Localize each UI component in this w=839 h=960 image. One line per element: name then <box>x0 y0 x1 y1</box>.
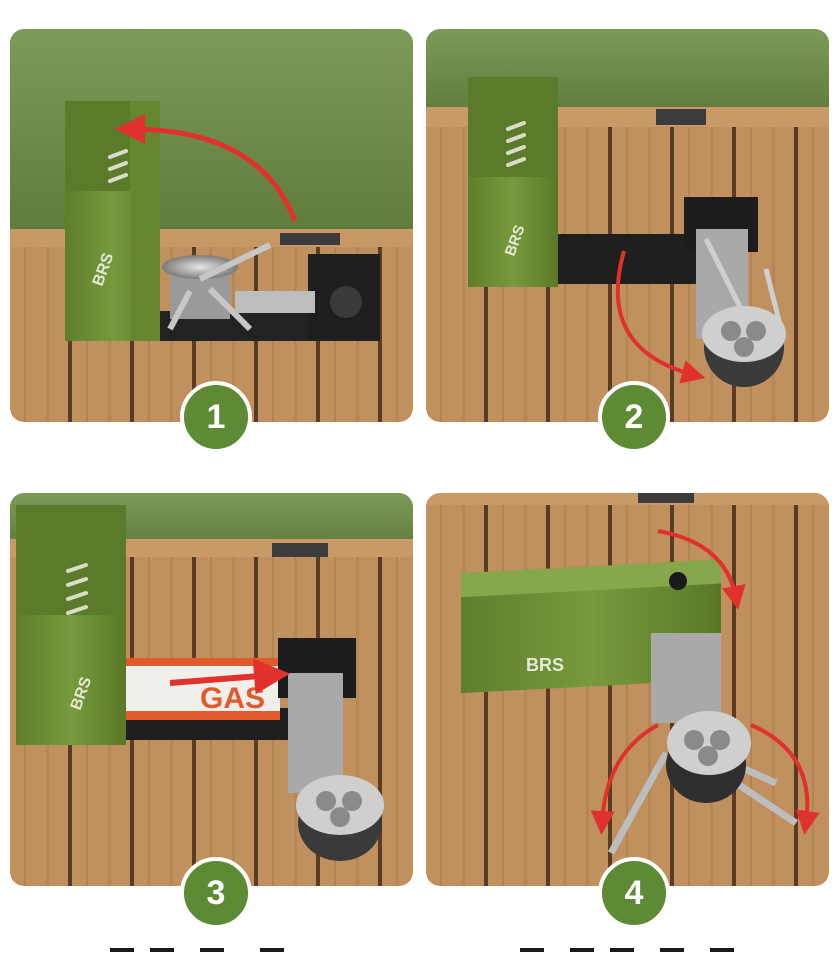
step-4-photo: BRS <box>426 493 829 886</box>
step-3-photo: GAS BRS <box>10 493 413 886</box>
step-3-badge: 3 <box>180 857 252 929</box>
step-1-badge: 1 <box>180 381 252 453</box>
canister-label: GAS <box>200 682 265 715</box>
cropped-caption <box>0 944 839 960</box>
svg-text:BRS: BRS <box>526 655 564 675</box>
step-2-photo: BRS <box>426 29 829 422</box>
step-2-badge: 2 <box>598 381 670 453</box>
step-4-badge: 4 <box>598 857 670 929</box>
step-1-photo: BRS <box>10 29 413 422</box>
